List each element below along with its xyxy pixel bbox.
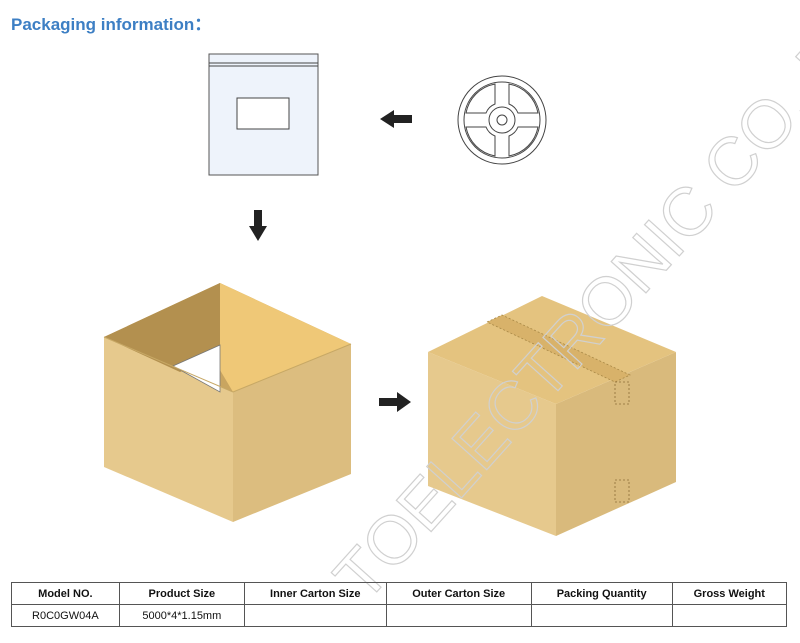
header-gross-weight: Gross Weight [671, 582, 788, 605]
cell-product-size: 5000*4*1.15mm [118, 604, 245, 627]
cell-packing-quantity [530, 604, 673, 627]
arrow-right-icon [379, 392, 411, 412]
cell-model-no: R0C0GW04A [11, 604, 120, 627]
header-model-no: Model NO. [11, 582, 120, 605]
open-carton-image [103, 283, 352, 522]
header-inner-carton-size: Inner Carton Size [243, 582, 387, 605]
header-outer-carton-size: Outer Carton Size [385, 582, 532, 605]
esd-bag-image [208, 53, 319, 176]
header-packing-quantity: Packing Quantity [530, 582, 673, 605]
packaging-spec-table: Model NO. Product Size Inner Carton Size… [11, 582, 788, 627]
cell-gross-weight [671, 604, 788, 627]
reel-image [457, 75, 547, 165]
cell-inner-carton-size [243, 604, 387, 627]
section-title: Packaging information： [11, 15, 212, 34]
table-row: R0C0GW04A 5000*4*1.15mm [11, 604, 788, 627]
arrow-left-icon [380, 110, 412, 128]
header-product-size: Product Size [118, 582, 245, 605]
cell-outer-carton-size [385, 604, 532, 627]
closed-carton-image [428, 296, 676, 536]
arrow-down-icon [249, 210, 267, 241]
table-header-row: Model NO. Product Size Inner Carton Size… [11, 582, 788, 605]
